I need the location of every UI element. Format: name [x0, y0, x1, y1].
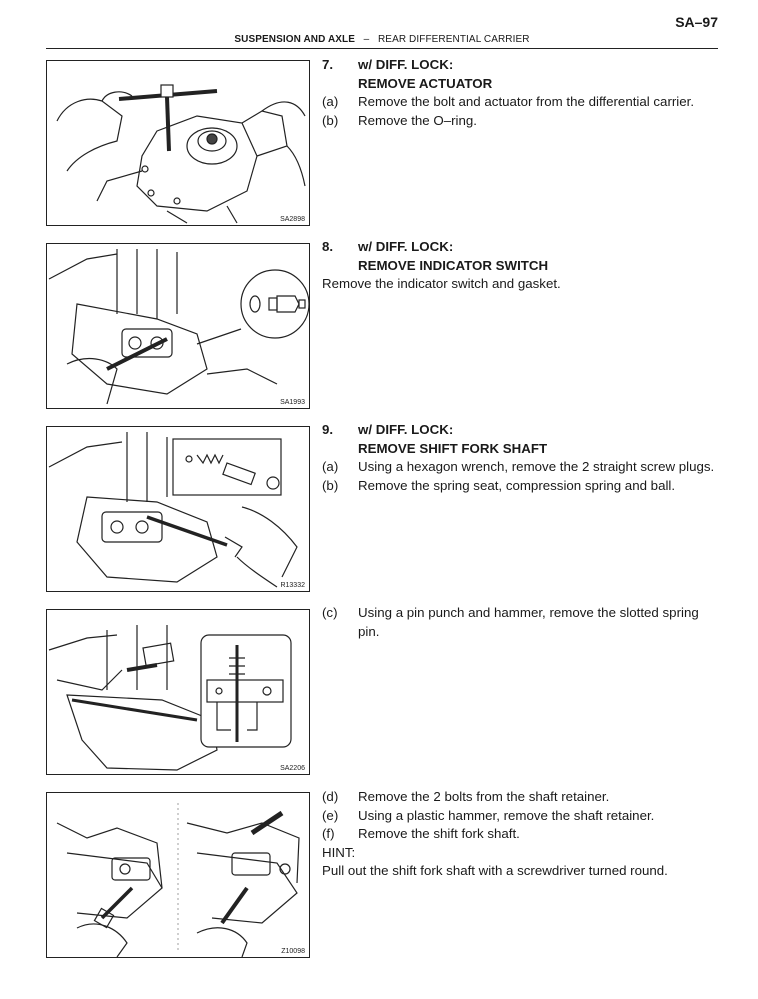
step-heading: 7. w/ DIFF. LOCK:: [322, 56, 718, 75]
list-item: (d) Remove the 2 bolts from the shaft re…: [322, 788, 718, 807]
step-number: 8.: [322, 239, 334, 254]
step-condition: w/ DIFF. LOCK:: [358, 422, 454, 437]
item-text: Remove the bolt and actuator from the di…: [358, 94, 695, 109]
item-label: (b): [322, 477, 339, 493]
step-condition: w/ DIFF. LOCK:: [358, 57, 454, 72]
figure-actuator-removal: SA2898: [46, 60, 310, 226]
step-body: Remove the indicator switch and gasket.: [322, 276, 561, 291]
step-heading: 9. w/ DIFF. LOCK:: [322, 421, 718, 440]
item-label: (a): [322, 94, 339, 109]
figure-code: R13332: [279, 582, 306, 589]
item-label: (b): [322, 112, 339, 128]
step-9-continued-d: (d) Remove the 2 bolts from the shaft re…: [322, 788, 718, 881]
step-condition: w/ DIFF. LOCK:: [358, 239, 454, 254]
page-number: SA–97: [675, 14, 718, 30]
header-separator: –: [363, 34, 370, 45]
figure-code: SA2206: [279, 765, 306, 772]
spring-pin-illustration: [48, 625, 292, 771]
list-item: (a) Remove the bolt and actuator from th…: [322, 93, 718, 112]
item-text: Remove the 2 bolts from the shaft retain…: [358, 789, 610, 804]
figure-indicator-switch: SA1993: [46, 243, 310, 409]
item-text: Remove the spring seat, compression spri…: [358, 477, 676, 493]
list-item: (a) Using a hexagon wrench, remove the 2…: [322, 458, 718, 477]
figure-shift-fork-plugs: R13332: [46, 426, 310, 592]
step-9-continued-c: (c) Using a pin punch and hammer, remove…: [322, 604, 718, 641]
item-text: Remove the O–ring.: [358, 112, 477, 128]
step-8: 8. w/ DIFF. LOCK: REMOVE INDICATOR SWITC…: [322, 238, 718, 294]
list-item: (c) Using a pin punch and hammer, remove…: [322, 604, 718, 641]
item-text: Using a plastic hammer, remove the shaft…: [358, 807, 655, 823]
figure-code: SA1993: [279, 399, 306, 406]
step-number: 7.: [322, 57, 334, 72]
indicator-switch-illustration: [48, 249, 309, 405]
step-7: 7. w/ DIFF. LOCK: REMOVE ACTUATOR (a) Re…: [322, 56, 718, 130]
step-heading: 8. w/ DIFF. LOCK:: [322, 238, 718, 257]
item-label: (d): [322, 789, 339, 804]
figure-code: Z10098: [280, 948, 306, 955]
figure-shaft-retainer: Z10098: [46, 792, 310, 958]
hint-text: Pull out the shift fork shaft with a scr…: [322, 863, 668, 878]
step-number: 9.: [322, 422, 334, 437]
item-label: (c): [322, 605, 338, 620]
shaft-retainer-illustration: [56, 803, 300, 957]
item-text: Using a pin punch and hammer, remove the…: [358, 605, 699, 639]
item-text: Remove the shift fork shaft.: [358, 826, 520, 841]
figure-code: SA2898: [279, 216, 306, 223]
item-text: Using a hexagon wrench, remove the 2 str…: [358, 459, 715, 474]
step-title: REMOVE INDICATOR SWITCH: [358, 257, 549, 273]
figure-spring-pin: SA2206: [46, 609, 310, 775]
step-title: REMOVE SHIFT FORK SHAFT: [358, 440, 548, 456]
step-9: 9. w/ DIFF. LOCK: REMOVE SHIFT FORK SHAF…: [322, 421, 718, 495]
item-label: (a): [322, 459, 339, 474]
actuator-illustration: [56, 84, 306, 224]
hint-label: HINT:: [322, 844, 356, 860]
list-item: (f) Remove the shift fork shaft.: [322, 825, 718, 844]
shift-fork-plugs-illustration: [48, 432, 298, 588]
subsection-title: REAR DIFFERENTIAL CARRIER: [377, 34, 530, 45]
item-label: (f): [322, 826, 335, 841]
step-title: REMOVE ACTUATOR: [358, 75, 493, 91]
list-item: (b) Remove the spring seat, compression …: [322, 477, 718, 496]
section-title: SUSPENSION AND AXLE: [234, 34, 356, 45]
list-item: (b) Remove the O–ring.: [322, 112, 718, 131]
running-header: SUSPENSION AND AXLE – REAR DIFFERENTIAL …: [46, 34, 718, 49]
list-item: (e) Using a plastic hammer, remove the s…: [322, 807, 718, 826]
item-label: (e): [322, 807, 339, 823]
